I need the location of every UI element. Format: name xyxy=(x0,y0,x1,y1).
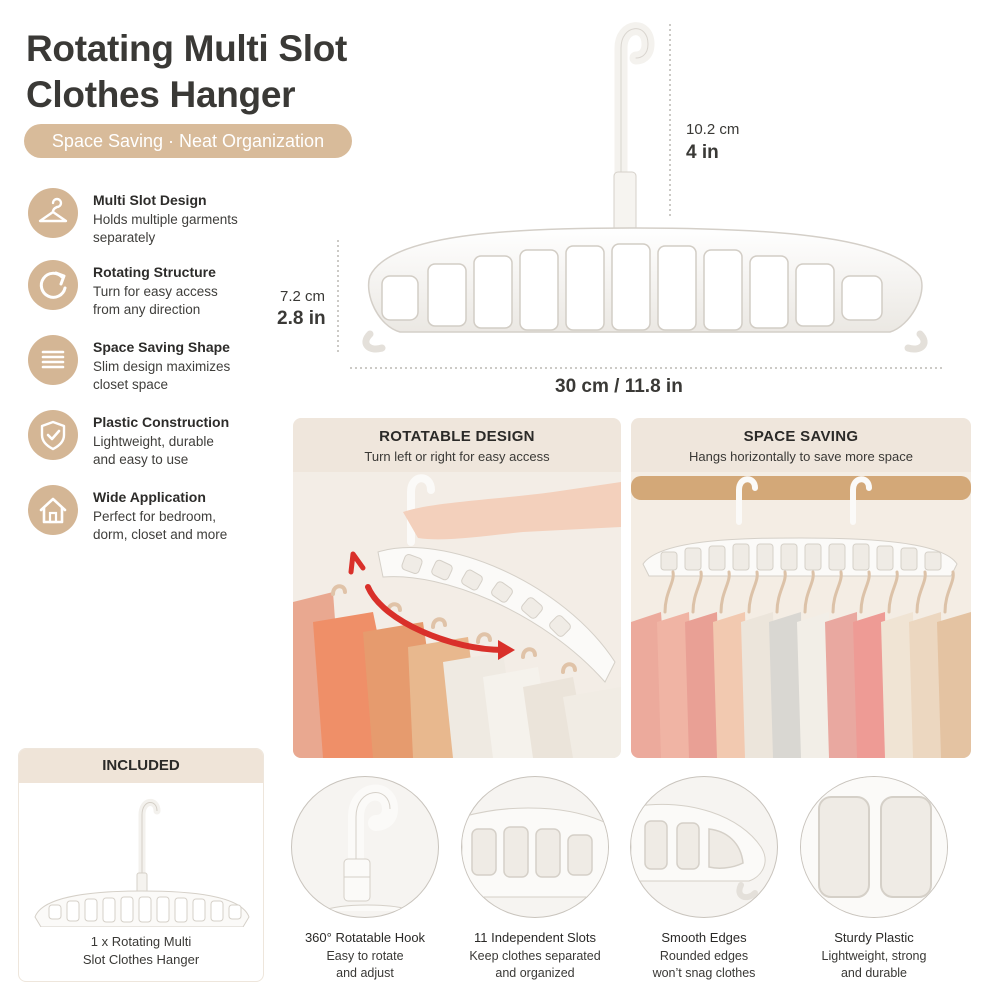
panel-title: SPACE SAVING xyxy=(743,428,859,445)
home-icon xyxy=(28,485,78,535)
feature-plastic: Plastic Construction Lightweight, durabl… xyxy=(28,410,278,470)
hanger-dimension-illustration xyxy=(337,22,942,369)
smooth-edges-closeup xyxy=(630,776,778,918)
feature-title: Multi Slot Design xyxy=(93,192,207,208)
detail-title: 11 Independent Slots xyxy=(474,930,596,945)
body-height-in: 2.8 in xyxy=(277,308,326,329)
detail-title: Smooth Edges xyxy=(661,930,747,945)
hanger-icon xyxy=(28,188,78,238)
detail-title: Sturdy Plastic xyxy=(834,930,914,945)
slots-closeup xyxy=(461,776,609,918)
feature-description: Perfect for bedroom,dorm, closet and mor… xyxy=(93,509,228,542)
title-line-1: Rotating Multi Slot xyxy=(26,28,348,69)
tagline-badge: Space Saving · Neat Organization xyxy=(24,124,352,158)
detail-title: 360° Rotatable Hook xyxy=(304,930,426,945)
panel-subtitle: Hangs horizontally to save more space xyxy=(688,449,913,464)
shield-check-icon xyxy=(28,410,78,460)
stack-lines-icon xyxy=(28,335,78,385)
feature-wide-application: Wide Application Perfect for bedroom,dor… xyxy=(28,485,278,545)
rotate-icon xyxy=(28,260,78,310)
product-title: Rotating Multi Slot Clothes Hanger xyxy=(26,26,386,118)
rotatable-design-panel: ROTATABLE DESIGN Turn left or right for … xyxy=(293,418,621,758)
closet-hanger-photo xyxy=(631,472,971,758)
feature-space-saving: Space Saving Shape Slim design maximizes… xyxy=(28,335,278,395)
sturdy-plastic-closeup xyxy=(800,776,948,918)
body-height-cm: 7.2 cm xyxy=(280,288,326,305)
rotating-hanger-photo xyxy=(293,472,621,758)
feature-multi-slot: Multi Slot Design Holds multiple garment… xyxy=(28,188,278,248)
included-heading: INCLUDED xyxy=(19,749,263,783)
feature-title: Plastic Construction xyxy=(93,414,230,430)
panel-subtitle: Turn left or right for easy access xyxy=(364,449,550,464)
hanger-width: 30 cm / 11.8 in xyxy=(555,376,683,397)
hook-height-cm: 10.2 cm xyxy=(686,121,740,138)
feature-title: Rotating Structure xyxy=(93,264,216,280)
rotatable-hook-closeup xyxy=(291,776,439,918)
hook-height-in: 4 in xyxy=(686,142,719,163)
detail-independent-slots: 11 Independent Slots Keep clothes separa… xyxy=(461,776,609,990)
title-line-2: Clothes Hanger xyxy=(26,74,296,115)
feature-title: Wide Application xyxy=(93,489,206,505)
feature-title: Space Saving Shape xyxy=(93,339,230,355)
space-saving-panel: SPACE SAVING Hangs horizontally to save … xyxy=(631,418,971,758)
panel-title: ROTATABLE DESIGN xyxy=(379,428,535,445)
included-hanger-image xyxy=(34,799,250,927)
